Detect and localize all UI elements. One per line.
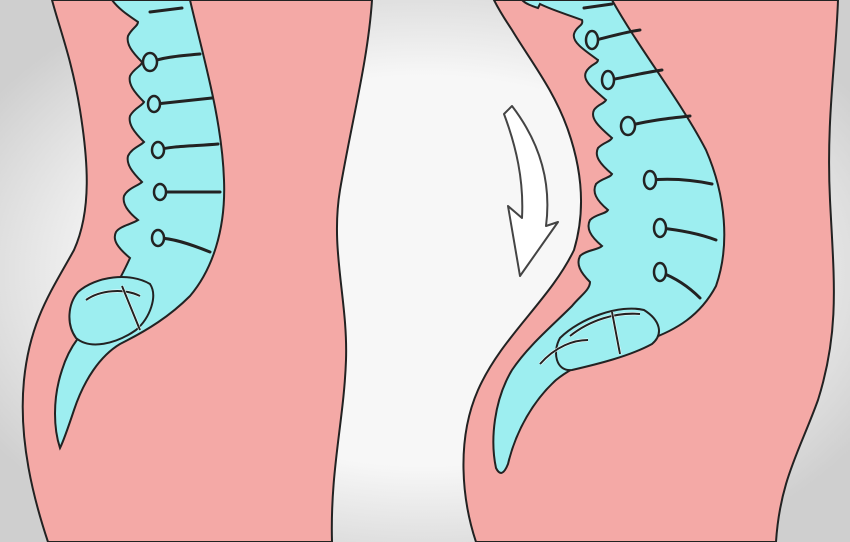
left-torso — [23, 0, 372, 542]
